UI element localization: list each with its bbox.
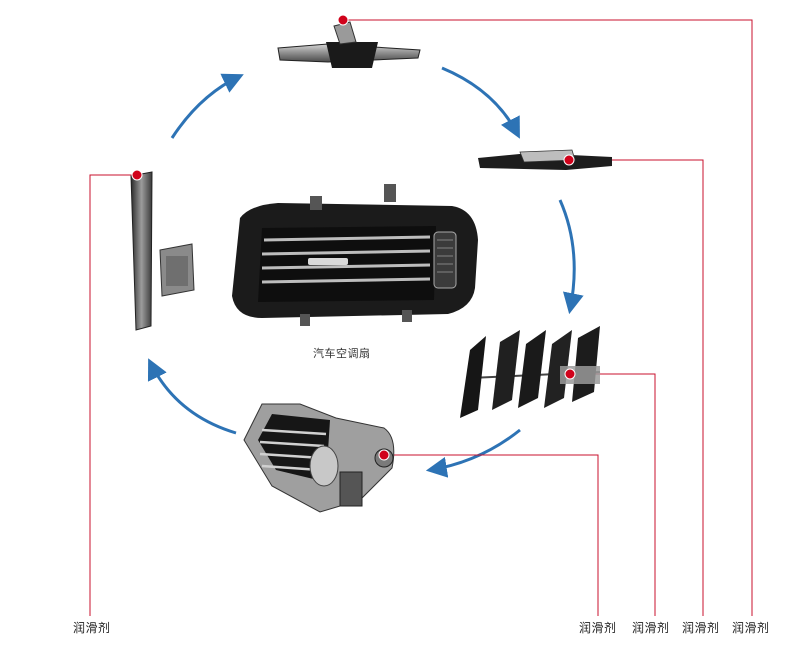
arrow-left-to-top bbox=[170, 73, 244, 139]
cycle-arrows bbox=[147, 66, 584, 478]
lubrication-point-knob bbox=[378, 449, 390, 461]
arrow-right-to-vanes bbox=[558, 199, 584, 315]
leader-top-clip bbox=[343, 19, 753, 616]
right-bar-part bbox=[478, 149, 612, 170]
callout-label-top-clip: 润滑剂 bbox=[732, 621, 770, 635]
leader-left bbox=[89, 174, 137, 616]
vent-housing-part bbox=[243, 403, 395, 513]
arrow-vanes-to-bottom bbox=[425, 428, 521, 478]
center-air-vent bbox=[232, 184, 478, 326]
callout-label-knob: 润滑剂 bbox=[579, 621, 617, 635]
arrow-top-to-right bbox=[441, 66, 520, 139]
leader-knob bbox=[384, 454, 599, 616]
lubrication-points bbox=[131, 14, 576, 461]
left-panel-part bbox=[130, 171, 195, 331]
leader-lines bbox=[89, 19, 753, 616]
callout-label-vanes: 润滑剂 bbox=[632, 621, 670, 635]
lubrication-point-top-clip bbox=[337, 14, 349, 26]
top-bar-part bbox=[277, 21, 421, 68]
leader-bar bbox=[569, 159, 704, 616]
vane-assembly-part bbox=[460, 326, 601, 418]
leader-vanes bbox=[570, 373, 656, 616]
lubrication-point-bar bbox=[563, 154, 575, 166]
callout-label-bar: 润滑剂 bbox=[682, 621, 720, 635]
center-vent-caption: 汽车空调扇 bbox=[313, 347, 371, 360]
lubrication-point-vanes bbox=[564, 368, 576, 380]
arrow-bottom-to-left bbox=[147, 358, 237, 435]
callout-label-left: 润滑剂 bbox=[73, 621, 111, 635]
lubrication-point-left bbox=[131, 169, 143, 181]
